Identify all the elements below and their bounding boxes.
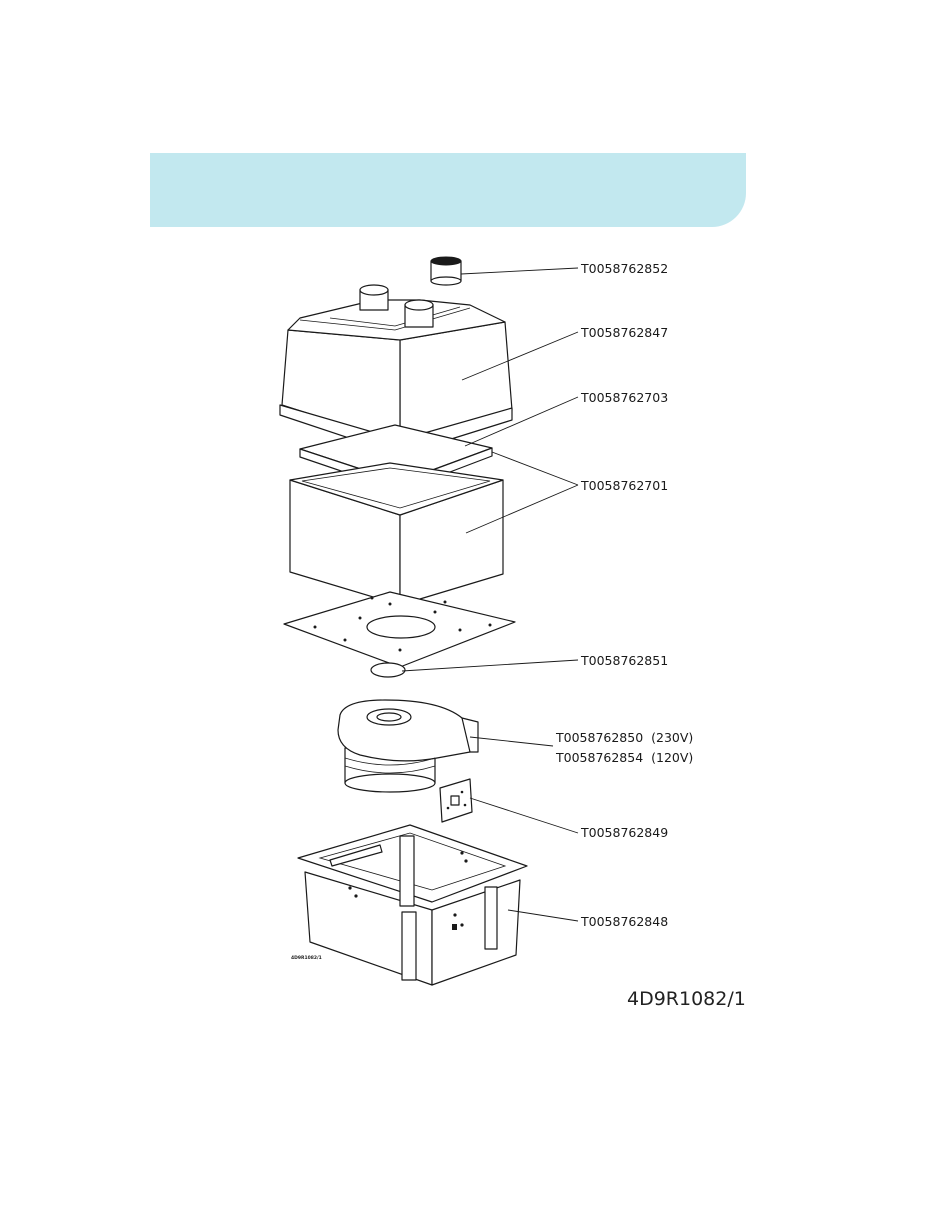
label-fan-120: T0058762854 (120V) xyxy=(555,750,693,765)
insulation-part xyxy=(290,463,503,605)
gasket-ring-part xyxy=(371,663,405,677)
small-reference-code: 4D9R1082/1 xyxy=(291,955,322,961)
label-base-gasket: T0058762851 xyxy=(580,653,668,668)
label-filter-pad: T0058762703 xyxy=(580,390,668,405)
base-plate-part xyxy=(284,592,515,667)
label-insulation: T0058762701 xyxy=(580,478,668,493)
circuit-board-part xyxy=(440,779,472,822)
label-fan-230: T0058762850 (230V) xyxy=(555,730,693,745)
diagram-reference-code: 4D9R1082/1 xyxy=(627,988,746,1010)
top-cap-part xyxy=(431,257,461,285)
base-tray-part: 4D9R1082/1 xyxy=(291,825,527,985)
label-base-tray: T0058762848 xyxy=(580,914,668,929)
label-circuit-board: T0058762849 xyxy=(580,825,668,840)
fan-part xyxy=(338,700,478,792)
label-cover: T0058762847 xyxy=(580,325,668,340)
label-top-cap: T0058762852 xyxy=(580,261,668,276)
